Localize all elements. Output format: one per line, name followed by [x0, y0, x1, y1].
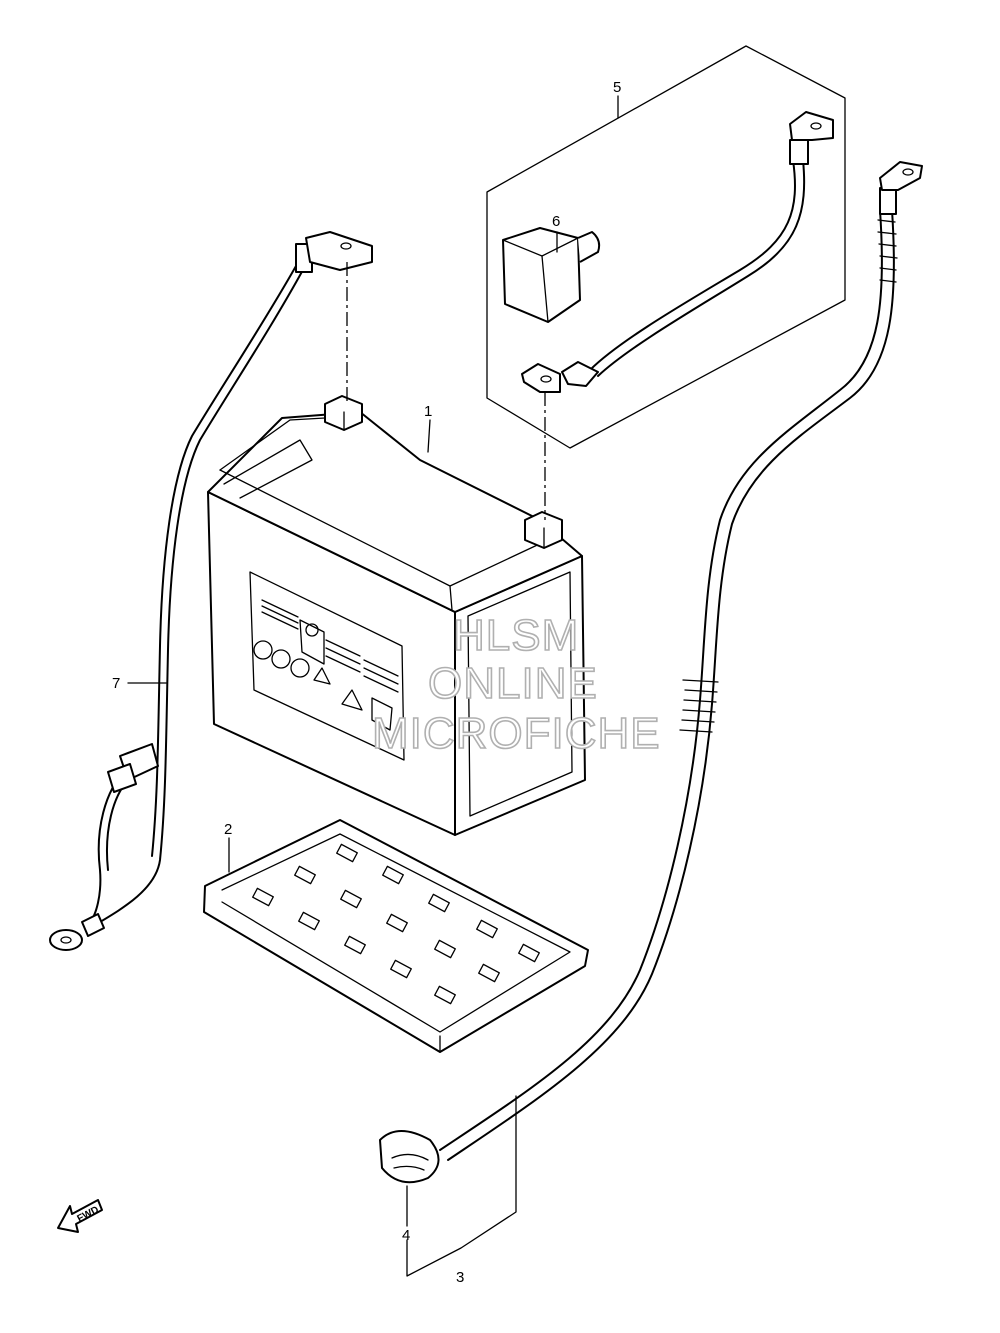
- callout-6: 6: [552, 213, 560, 230]
- watermark-line-1: HLSM: [453, 611, 579, 660]
- leader-lines: [127, 95, 619, 1277]
- watermark-line-2: ONLINE: [428, 659, 598, 708]
- fwd-label: FWD: [76, 1204, 101, 1224]
- battery[interactable]: [207, 395, 586, 836]
- watermark-line-3: MICROFICHE: [372, 709, 661, 758]
- callout-2: 2: [224, 821, 232, 838]
- wire-harness[interactable]: [49, 231, 373, 951]
- terminal-cover[interactable]: [502, 227, 601, 323]
- forward-arrow-icon: FWD: [57, 1199, 103, 1233]
- cable-kit-frame: [486, 45, 846, 449]
- callout-4: 4: [402, 1227, 410, 1244]
- callout-5: 5: [613, 79, 621, 96]
- battery-tray[interactable]: [203, 819, 589, 1053]
- battery-cable-kit[interactable]: [521, 111, 834, 393]
- terminal-boot[interactable]: [379, 1130, 440, 1184]
- alignment-lines: [346, 262, 546, 520]
- battery-cable-long[interactable]: [439, 161, 923, 1161]
- callout-3: 3: [456, 1269, 464, 1286]
- callout-1: 1: [424, 403, 432, 420]
- callout-7: 7: [112, 675, 120, 692]
